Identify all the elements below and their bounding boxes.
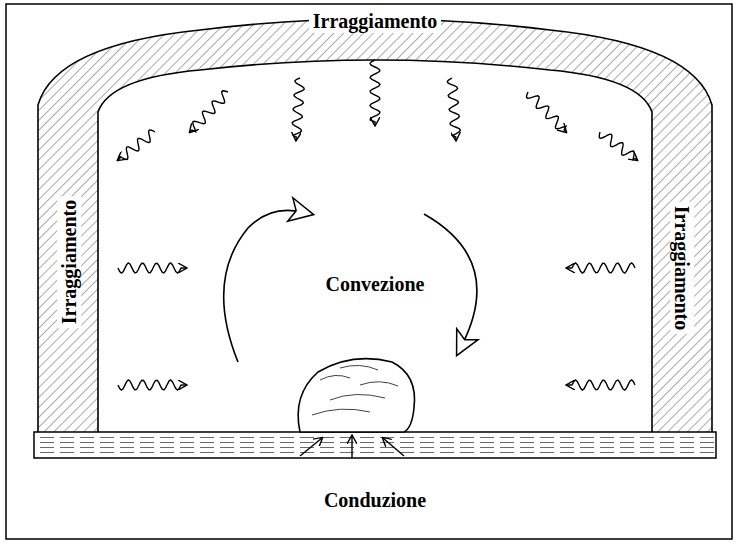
radiation-wave (447, 78, 460, 140)
radiation-wave (118, 130, 155, 160)
frame (6, 4, 732, 539)
conduction-label: Conduzione (320, 488, 430, 512)
radiation-wave (118, 380, 186, 390)
radiation-wave (190, 91, 228, 132)
radiation-wave (292, 78, 304, 140)
radiation-wave (567, 380, 635, 390)
radiation-wave (599, 132, 637, 160)
oven-wall (38, 19, 712, 434)
radiation-label: Irraggiamento (670, 202, 694, 334)
convection-label: Convezione (322, 272, 429, 296)
radiation-wave (527, 92, 567, 132)
bread (298, 359, 414, 432)
radiation-wave (567, 263, 635, 273)
radiation-arrows (118, 60, 637, 390)
convection-arrows (224, 210, 477, 362)
radiation-wave (118, 263, 186, 273)
hearth (34, 432, 716, 458)
conduction-arrows (300, 436, 404, 458)
radiation-wave (370, 60, 380, 125)
radiation-label: Irraggiamento (57, 196, 81, 328)
hearth-grain (36, 434, 714, 456)
radiation-label: Irraggiamento (309, 9, 441, 33)
